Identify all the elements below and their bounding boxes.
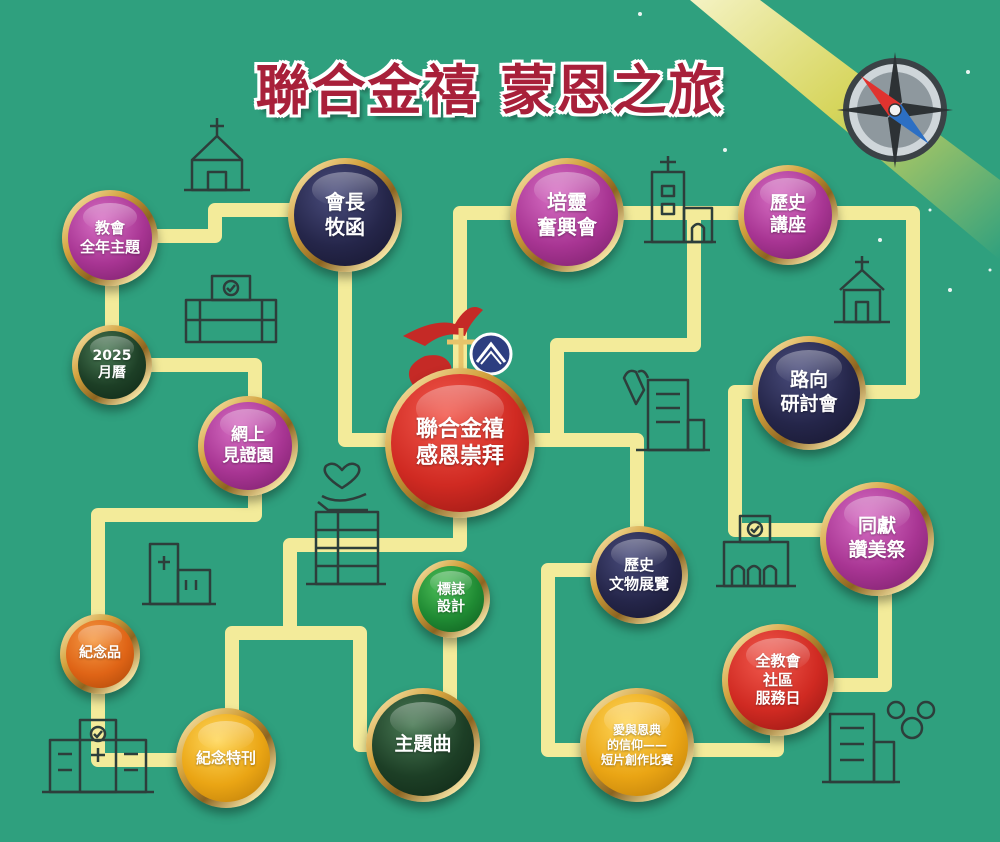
node-online-testimony[interactable]: 網上 見證園 bbox=[198, 396, 298, 496]
node-souvenir[interactable]: 紀念品 bbox=[60, 614, 140, 694]
hospital-icon bbox=[184, 274, 278, 344]
light-beam bbox=[690, 0, 1000, 260]
node-revival-meeting[interactable]: 培靈 奮興會 bbox=[510, 158, 624, 272]
node-label: 教會 全年主題 bbox=[79, 219, 140, 256]
compass-icon bbox=[837, 52, 953, 168]
node-label: 主題曲 bbox=[394, 733, 452, 756]
node-pastor-letter[interactable]: 會長 牧函 bbox=[288, 158, 402, 272]
praying-hands-building-icon bbox=[622, 369, 710, 452]
node-label: 會長 牧函 bbox=[325, 190, 365, 239]
church-icon bbox=[184, 118, 250, 192]
node-calendar-2025[interactable]: 2025 月曆 bbox=[72, 325, 152, 405]
node-label: 路向 研討會 bbox=[780, 369, 838, 415]
node-commemorative-issue[interactable]: 紀念特刊 bbox=[176, 708, 276, 808]
page-title: 聯合金禧 蒙恩之旅 bbox=[255, 59, 725, 122]
node-label: 紀念特刊 bbox=[195, 748, 256, 767]
node-label: 歷史 文物展覽 bbox=[608, 556, 669, 593]
node-theme-song[interactable]: 主題曲 bbox=[366, 688, 480, 802]
node-praise-festival[interactable]: 同獻 讚美祭 bbox=[820, 482, 934, 596]
node-logo-design[interactable]: 標誌 設計 bbox=[412, 560, 490, 638]
center-node-label: 聯合金禧 感恩崇拜 bbox=[415, 416, 504, 470]
people-building-icon bbox=[822, 700, 936, 784]
node-label: 網上 見證園 bbox=[222, 424, 274, 466]
node-history-lecture[interactable]: 歷史 講座 bbox=[738, 165, 838, 265]
church-building-icon bbox=[142, 542, 216, 606]
node-label: 培靈 奮興會 bbox=[537, 190, 597, 239]
node-direction-seminar[interactable]: 路向 研討會 bbox=[752, 336, 866, 450]
node-church-theme[interactable]: 教會 全年主題 bbox=[62, 190, 158, 286]
node-label: 標誌 設計 bbox=[437, 581, 465, 616]
node-label: 同獻 讚美祭 bbox=[848, 515, 906, 561]
node-label: 2025 月曆 bbox=[92, 347, 132, 382]
chapel-icon bbox=[834, 256, 890, 324]
node-label: 愛與恩典 的信仰—— 短片創作比賽 bbox=[600, 722, 673, 767]
heart-hand-building-icon bbox=[306, 462, 386, 586]
node-label: 全教會 社區 服務日 bbox=[755, 651, 801, 708]
node-artifacts-exhibition[interactable]: 歷史 文物展覽 bbox=[590, 526, 688, 624]
node-label: 紀念品 bbox=[79, 645, 121, 662]
school-tower-icon bbox=[644, 156, 716, 244]
courthouse-icon bbox=[716, 514, 796, 588]
node-short-film-competition[interactable]: 愛與恩典 的信仰—— 短片創作比賽 bbox=[580, 688, 694, 802]
node-community-service[interactable]: 全教會 社區 服務日 bbox=[722, 624, 834, 736]
node-label: 歷史 講座 bbox=[770, 192, 806, 237]
center-thanksgiving-service-node[interactable]: 聯合金禧 感恩崇拜 bbox=[385, 368, 535, 518]
hospital-cross-icon bbox=[42, 718, 154, 794]
